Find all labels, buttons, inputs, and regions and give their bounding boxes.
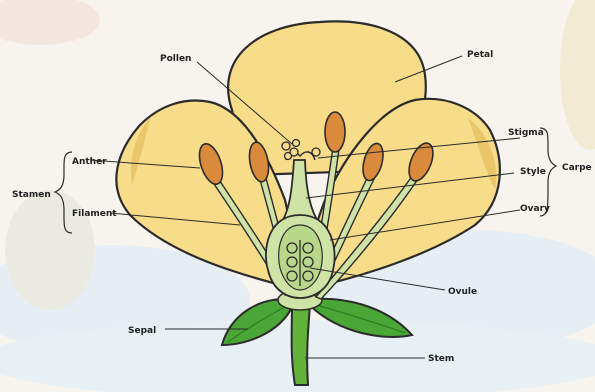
- label-stamen: Stamen: [12, 190, 51, 200]
- label-pollen: Pollen: [160, 54, 191, 64]
- stem: [292, 305, 310, 385]
- label-ovule: Ovule: [448, 287, 477, 297]
- label-sepal: Sepal: [128, 326, 156, 336]
- label-stem: Stem: [428, 354, 454, 364]
- label-petal: Petal: [467, 50, 493, 60]
- label-ovary: Ovary: [520, 204, 550, 214]
- anther-3: [325, 112, 345, 152]
- label-filament: Filament: [72, 209, 117, 219]
- label-stigma: Stigma: [508, 128, 544, 138]
- label-carpel: Carpe: [562, 163, 592, 173]
- label-style: Style: [520, 167, 546, 177]
- label-anther: Anther: [72, 157, 107, 167]
